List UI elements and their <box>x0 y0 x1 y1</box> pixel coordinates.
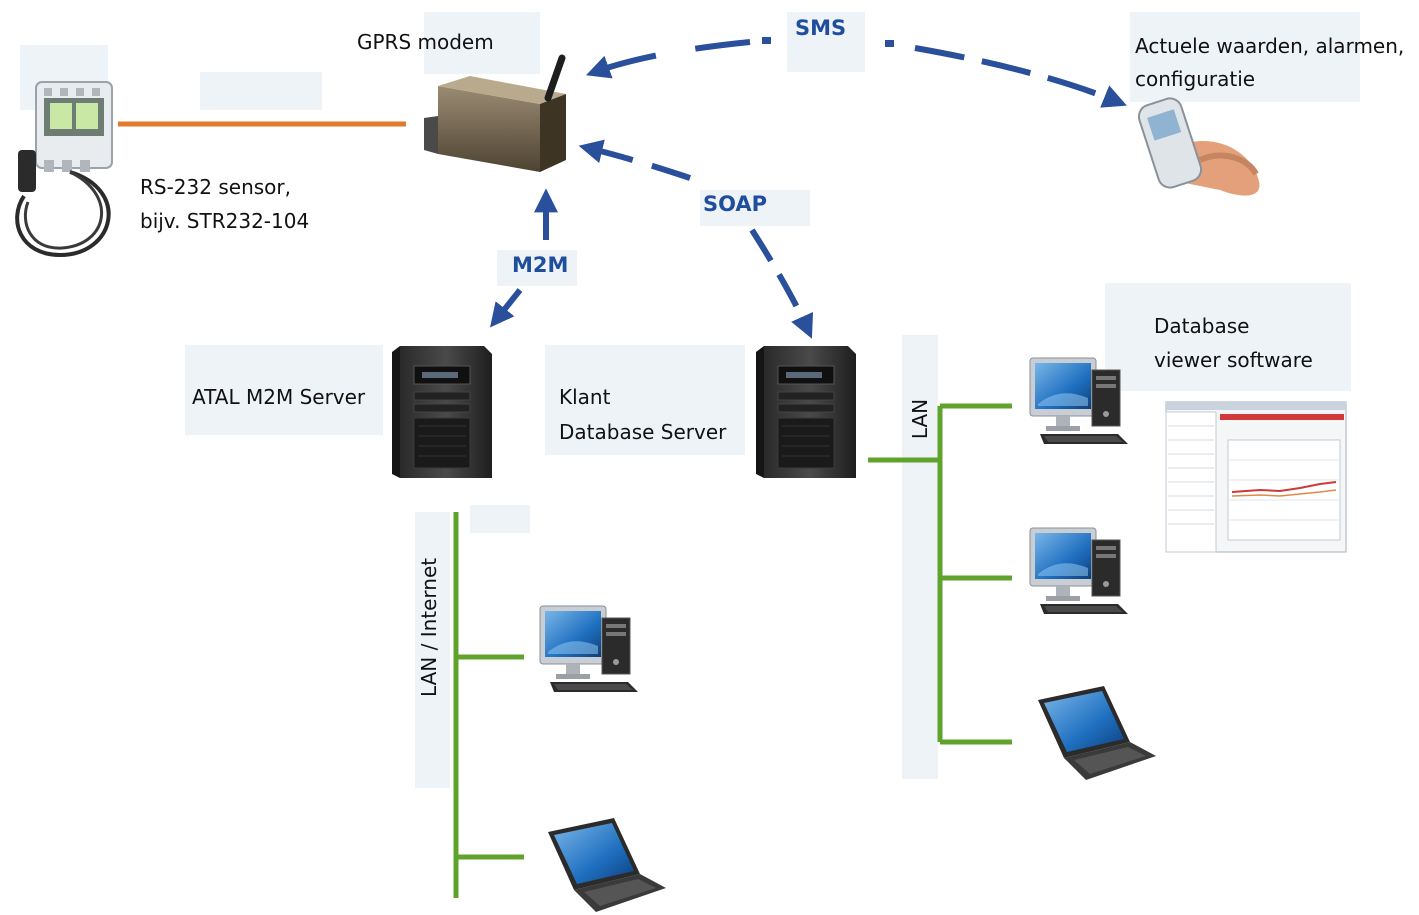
desktop-computer-icon <box>539 605 639 693</box>
sensor-device-icon <box>15 81 113 258</box>
sms-arrow-to-phone <box>914 45 1127 108</box>
lan-label: LAN <box>908 398 932 440</box>
label-bg <box>700 190 810 226</box>
laptop-icon <box>548 818 666 912</box>
label-bg <box>185 345 383 435</box>
label-bg <box>787 12 865 72</box>
tower-server-icon <box>755 345 857 479</box>
sms-dot <box>762 37 771 44</box>
sms-label: SMS <box>795 16 847 40</box>
atal-server-label: ATAL M2M Server <box>192 385 366 409</box>
database-viewer-screenshot <box>1165 401 1347 553</box>
m2m-arrow-to-server <box>490 288 523 328</box>
soap-arrow-to-server <box>749 228 814 339</box>
label-bg <box>200 72 322 110</box>
mobile-phone-icon <box>1137 97 1260 196</box>
gprs-modem-icon <box>424 54 566 172</box>
client-server-label-line1: Klant <box>559 385 611 409</box>
label-bg <box>1130 12 1360 102</box>
label-bg <box>424 12 540 74</box>
soap-label: SOAP <box>703 192 768 216</box>
desktop-computer-icon <box>1029 527 1129 615</box>
m2m-label: M2M <box>512 253 569 277</box>
sms-dot <box>885 40 894 47</box>
viewer-software-label-line2: viewer software <box>1154 348 1313 372</box>
label-bg <box>1105 283 1351 391</box>
sms-arrow-to-modem <box>585 39 751 79</box>
lan-internet-network-lines <box>453 512 524 898</box>
sensor-label-line1: RS-232 sensor, <box>140 175 291 199</box>
label-bg <box>902 335 938 779</box>
soap-arrow-to-modem <box>578 139 691 181</box>
desktop-computer-icon <box>1029 357 1129 445</box>
client-server-label-line2: Database Server <box>559 420 727 444</box>
lan-network-lines <box>868 403 1012 745</box>
label-bg <box>470 505 530 533</box>
phone-label-line2: configuratie <box>1135 67 1256 91</box>
laptop-icon <box>1038 686 1156 780</box>
label-bg <box>415 512 450 788</box>
label-bg <box>497 250 577 286</box>
tower-server-icon <box>391 345 493 479</box>
phone-label-line1: Actuele waarden, alarmen, <box>1135 34 1405 58</box>
label-bg <box>545 345 745 455</box>
lan-internet-label: LAN / Internet <box>417 557 441 697</box>
viewer-software-label-line1: Database <box>1154 314 1250 338</box>
sensor-label-line2: bijv. STR232-104 <box>140 209 310 233</box>
gprs-modem-label: GPRS modem <box>357 30 494 54</box>
